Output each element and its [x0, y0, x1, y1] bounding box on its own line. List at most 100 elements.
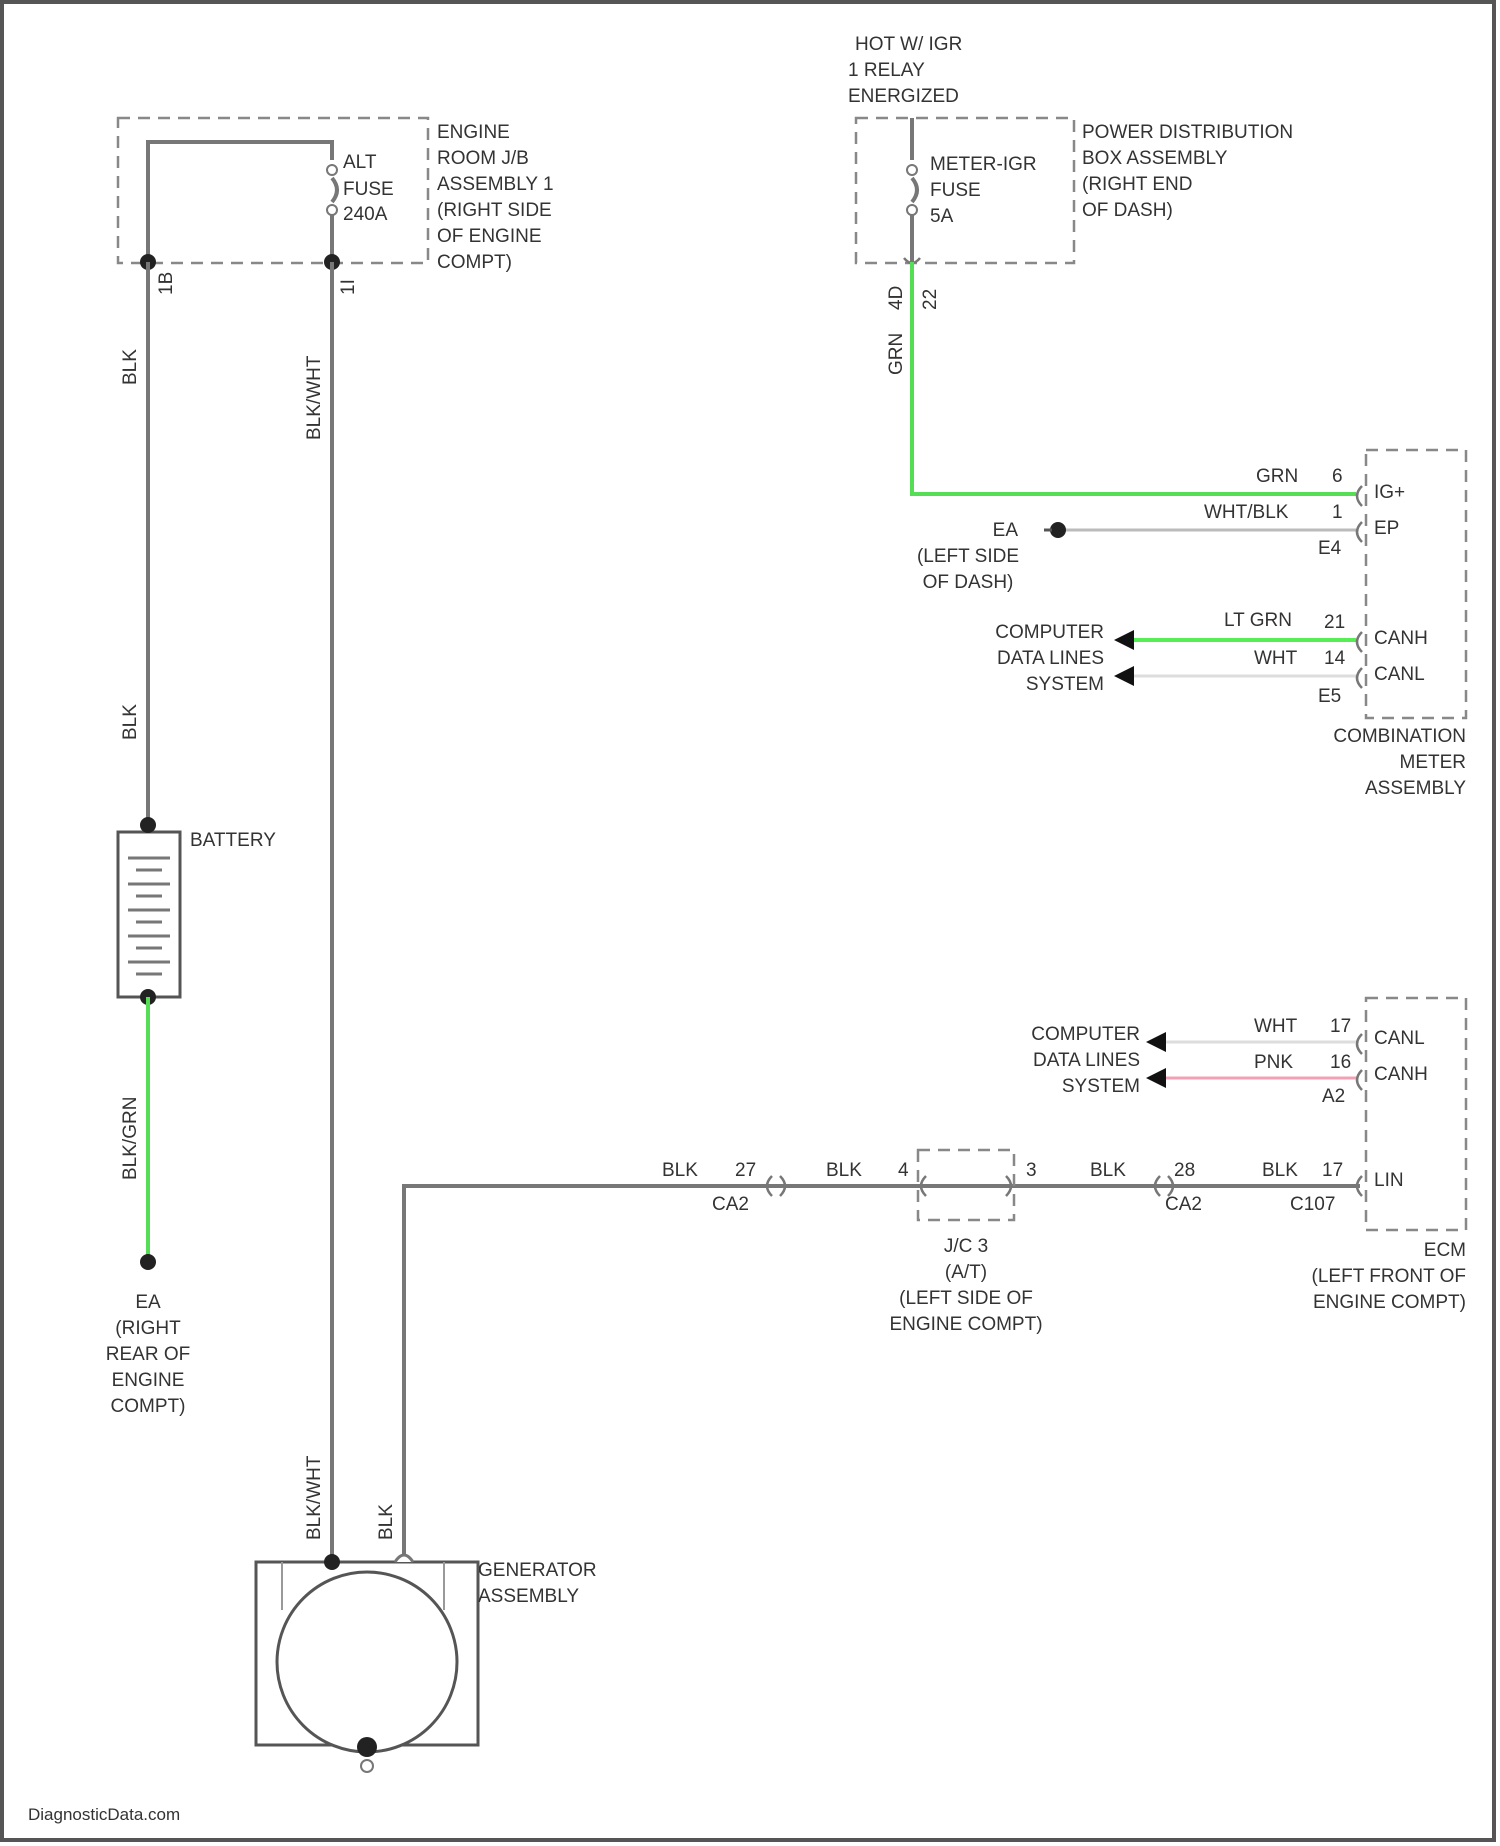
pin-4d: 4D	[886, 286, 907, 310]
battery-cells	[128, 858, 170, 974]
combination-meter-label-1: COMBINATION	[1333, 726, 1466, 747]
meter-fuse-symbol	[912, 178, 917, 202]
pdb-label-4: OF DASH)	[1082, 200, 1173, 221]
meter-ep-pin	[1357, 522, 1362, 542]
meter-fuse-label-2: FUSE	[930, 180, 981, 201]
wire-label-blk-a: BLK	[662, 1160, 698, 1181]
watermark: DiagnosticData.com	[28, 1805, 180, 1824]
pin-meter-14: 14	[1324, 648, 1346, 669]
meter-ig-label: IG+	[1374, 482, 1405, 503]
generator-label-2: ASSEMBLY	[478, 1586, 579, 1607]
meter-ig-pin	[1357, 486, 1362, 506]
pin-ecm-16: 16	[1330, 1052, 1351, 1073]
cdl1-label-2: DATA LINES	[997, 648, 1104, 669]
ground-ea-label-3: REAR OF	[106, 1344, 190, 1365]
pin-ecm-17b: 17	[1322, 1160, 1343, 1181]
generator-ground-node	[357, 1737, 377, 1757]
hot-label-1: HOT W/ IGR	[855, 34, 962, 55]
pin-ca2-28: 28	[1174, 1160, 1195, 1181]
wire-label-pnk: PNK	[1254, 1052, 1293, 1073]
engine-room-jb-label-6: COMPT)	[437, 252, 512, 273]
battery-positive-node	[140, 817, 156, 833]
pin-ecm-17a: 17	[1330, 1016, 1351, 1037]
alt-fuse-symbol	[332, 178, 337, 202]
ground-node-ea-dash	[1050, 522, 1066, 538]
jc3-label-4: ENGINE COMPT)	[889, 1314, 1042, 1335]
pin-ca2-27: 27	[735, 1160, 756, 1181]
hot-label-2: 1 RELAY	[848, 60, 925, 81]
ecm-canh-label: CANH	[1374, 1064, 1428, 1085]
jc3-label-3: (LEFT SIDE OF	[899, 1288, 1033, 1309]
pin-ecm-a2: A2	[1322, 1086, 1345, 1107]
meter-canl-arrow	[1114, 666, 1134, 686]
label-ecm-c107: C107	[1290, 1194, 1335, 1215]
ground-ea-label-1: EA	[135, 1292, 161, 1313]
generator-label-1: GENERATOR	[478, 1560, 597, 1581]
wire-label-blk-2: BLK	[120, 704, 141, 740]
jc3-label-2: (A/T)	[945, 1262, 987, 1283]
meter-ep-label: EP	[1374, 518, 1399, 539]
meter-fuse-pin-top	[907, 165, 917, 175]
pin-22: 22	[920, 289, 941, 310]
cdl1-label-3: SYSTEM	[1026, 674, 1104, 695]
ground-ea-dash-label-3: OF DASH)	[923, 572, 1014, 593]
ecm-canh-arrow	[1146, 1068, 1166, 1088]
engine-room-jb-label-2: ROOM J/B	[437, 148, 529, 169]
wire-label-blk-d: BLK	[1262, 1160, 1298, 1181]
pdb-label-1: POWER DISTRIBUTION	[1082, 122, 1293, 143]
generator-symbol	[277, 1572, 457, 1752]
combination-meter-label-2: METER	[1400, 752, 1467, 773]
ground-ea-label-2: (RIGHT	[115, 1318, 181, 1339]
ground-ea-label-5: COMPT)	[111, 1396, 186, 1417]
cdl2-label-1: COMPUTER	[1031, 1024, 1140, 1045]
ecm-canl-arrow	[1146, 1032, 1166, 1052]
engine-room-jb-label-3: ASSEMBLY 1	[437, 174, 554, 195]
alt-fuse-label-1: ALT	[343, 152, 377, 173]
wire-label-wht-blk: WHT/BLK	[1204, 502, 1289, 523]
jb-internal-wire	[148, 142, 332, 258]
engine-room-jb-label-4: (RIGHT SIDE	[437, 200, 552, 221]
wire-label-blk-wht-1: BLK/WHT	[304, 355, 325, 440]
engine-room-jb-label-1: ENGINE	[437, 122, 510, 143]
ecm-label-1: ECM	[1424, 1240, 1466, 1261]
pin-meter-21: 21	[1324, 612, 1345, 633]
meter-canh-pin	[1357, 632, 1362, 652]
meter-canh-label: CANH	[1374, 628, 1428, 649]
ground-ea-label-4: ENGINE	[112, 1370, 185, 1391]
pdb-label-2: BOX ASSEMBLY	[1082, 148, 1228, 169]
pin-meter-1: 1	[1332, 502, 1343, 523]
wire-label-blk-b: BLK	[826, 1160, 862, 1181]
battery-label: BATTERY	[190, 830, 276, 851]
ground-ea-dash-label-1: EA	[993, 520, 1019, 541]
meter-fuse-pin-bottom	[907, 205, 917, 215]
cdl2-label-2: DATA LINES	[1033, 1050, 1140, 1071]
ecm-canh-pin	[1357, 1070, 1362, 1090]
cdl2-label-3: SYSTEM	[1062, 1076, 1140, 1097]
generator-b-node	[324, 1554, 340, 1570]
engine-room-jb-label-5: OF ENGINE	[437, 226, 542, 247]
meter-fuse-label-1: METER-IGR	[930, 154, 1037, 175]
wire-grn-meter	[912, 262, 1356, 494]
wire-label-wht-meter: WHT	[1254, 648, 1298, 669]
alt-fuse-label-2: FUSE	[343, 179, 394, 200]
label-ca2-a: CA2	[712, 1194, 749, 1215]
hot-label-3: ENERGIZED	[848, 86, 959, 107]
ecm-label-3: ENGINE COMPT)	[1313, 1292, 1466, 1313]
pin-meter-6: 6	[1332, 466, 1343, 487]
pin-jc-4: 4	[898, 1160, 909, 1181]
wire-label-blk-gen: BLK	[376, 1504, 397, 1540]
ecm-canl-pin	[1357, 1034, 1362, 1054]
pin-1i: 1I	[338, 279, 359, 295]
generator-lin-terminal	[395, 1555, 413, 1562]
ecm-canl-label: CANL	[1374, 1028, 1425, 1049]
ecm-lin-label: LIN	[1374, 1170, 1404, 1191]
pin-meter-e5: E5	[1318, 686, 1341, 707]
label-ca2-b: CA2	[1165, 1194, 1202, 1215]
wire-label-blk-1: BLK	[120, 349, 141, 385]
alt-fuse-pin-bottom	[327, 205, 337, 215]
ground-node-ea	[140, 1254, 156, 1270]
generator-ground-pin	[361, 1760, 373, 1772]
pin-meter-e4: E4	[1318, 538, 1342, 559]
cdl1-label-1: COMPUTER	[995, 622, 1104, 643]
